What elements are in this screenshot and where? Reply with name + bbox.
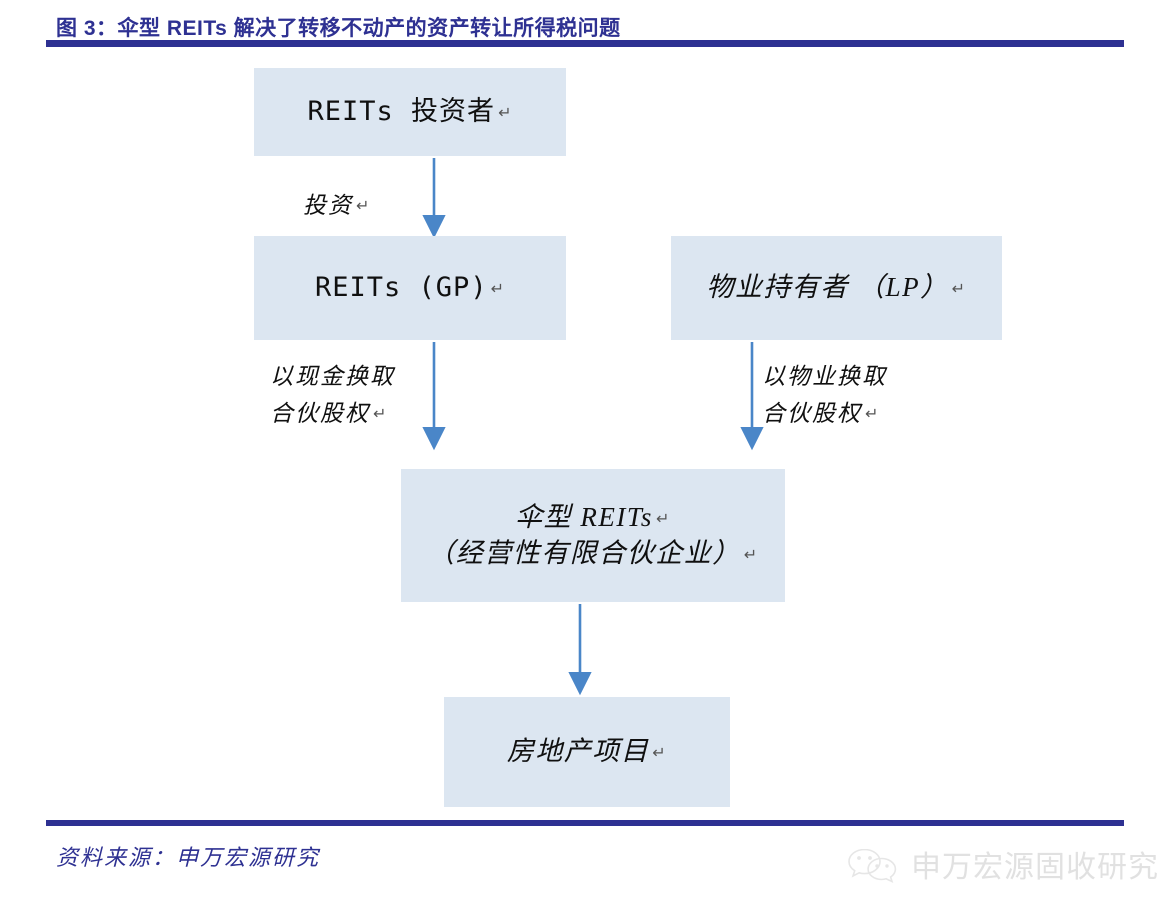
paragraph-mark-icon: ↵ [951,279,967,299]
node-real-estate-project-label: 房地产项目↵ [506,736,668,767]
edge-label-asset-for-equity-line2: 合伙股权↵ [762,401,881,427]
edge-label-asset-for-equity: 以物业换取 合伙股权↵ [762,358,887,433]
paragraph-mark-icon: ↵ [373,404,389,424]
footer-divider [46,820,1124,826]
paragraph-mark-icon: ↵ [652,743,668,763]
edge-label-cash-for-equity: 以现金换取 合伙股权↵ [270,358,395,433]
paragraph-mark-icon: ↵ [490,279,505,299]
page-title: 图 3：伞型 REITs 解决了转移不动产的资产转让所得税问题 [56,17,621,40]
paragraph-mark-icon: ↵ [655,508,671,528]
node-reits-gp[interactable]: REITs (GP)↵ [254,236,566,340]
node-umbrella-reits[interactable]: 伞型 REITs↵ （经营性有限合伙企业）↵ [401,469,785,602]
edge-label-asset-for-equity-line1: 以物业换取 [762,364,887,389]
edge-label-invest: 投资↵ [303,193,372,218]
node-property-holder-lp[interactable]: 物业持有者 （LP）↵ [671,236,1002,340]
node-property-holder-lp-label: 物业持有者 （LP）↵ [706,272,967,303]
edge-label-cash-for-equity-line2: 合伙股权↵ [270,401,389,427]
watermark-text: 申万宏源固收研究 [911,851,1159,884]
wechat-icon [848,848,897,883]
node-umbrella-reits-sublabel: （经营性有限合伙企业）↵ [427,537,759,568]
edge-label-cash-for-equity-line1: 以现金换取 [270,364,395,389]
source-note: 资料来源：申万宏源研究 [56,845,321,870]
title-divider [46,40,1124,47]
paragraph-mark-icon: ↵ [865,404,881,424]
watermark: 申万宏源固收研究 [845,842,1159,886]
node-reits-investors[interactable]: REITs 投资者↵ [254,68,566,156]
node-reits-gp-label: REITs (GP)↵ [315,272,505,304]
node-real-estate-project[interactable]: 房地产项目↵ [444,697,730,807]
node-umbrella-reits-label: 伞型 REITs↵ [515,501,671,532]
paragraph-mark-icon: ↵ [356,196,372,215]
node-reits-investors-label: REITs 投资者↵ [307,96,513,128]
paragraph-mark-icon: ↵ [498,103,513,123]
paragraph-mark-icon: ↵ [743,544,759,564]
